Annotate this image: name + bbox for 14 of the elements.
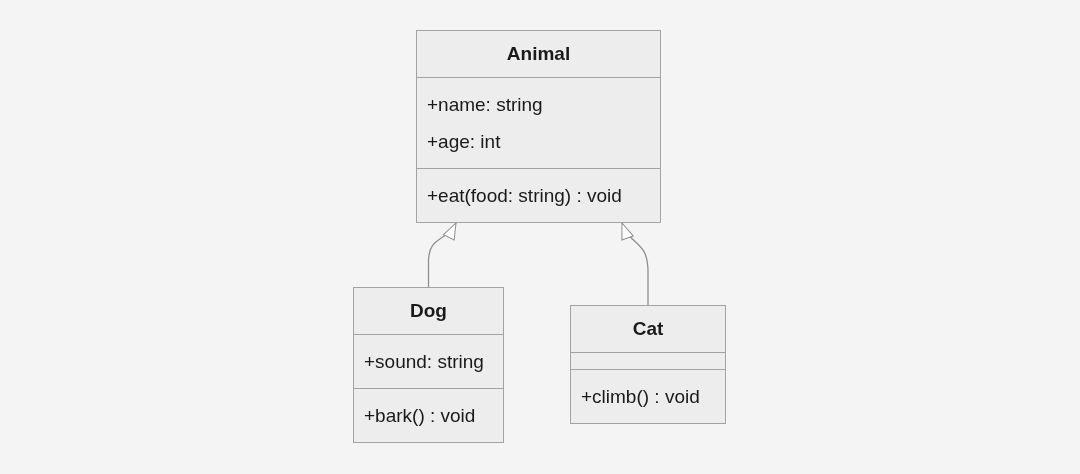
inheritance-arrow <box>621 222 649 306</box>
class-name: Animal <box>506 41 571 66</box>
member-text: +name: string <box>427 93 543 117</box>
member-text: +sound: string <box>364 350 484 374</box>
member-text: +climb() : void <box>581 385 700 409</box>
member-text: +bark() : void <box>364 404 476 428</box>
inheritance-arrow <box>427 222 457 288</box>
class-name: Dog <box>410 298 447 323</box>
class-box <box>353 287 504 443</box>
member-text: +eat(food: string) : void <box>427 184 622 208</box>
class-name: Cat <box>632 316 664 341</box>
class-box <box>570 305 726 424</box>
class-box <box>416 30 661 223</box>
member-text: +age: int <box>427 130 501 154</box>
